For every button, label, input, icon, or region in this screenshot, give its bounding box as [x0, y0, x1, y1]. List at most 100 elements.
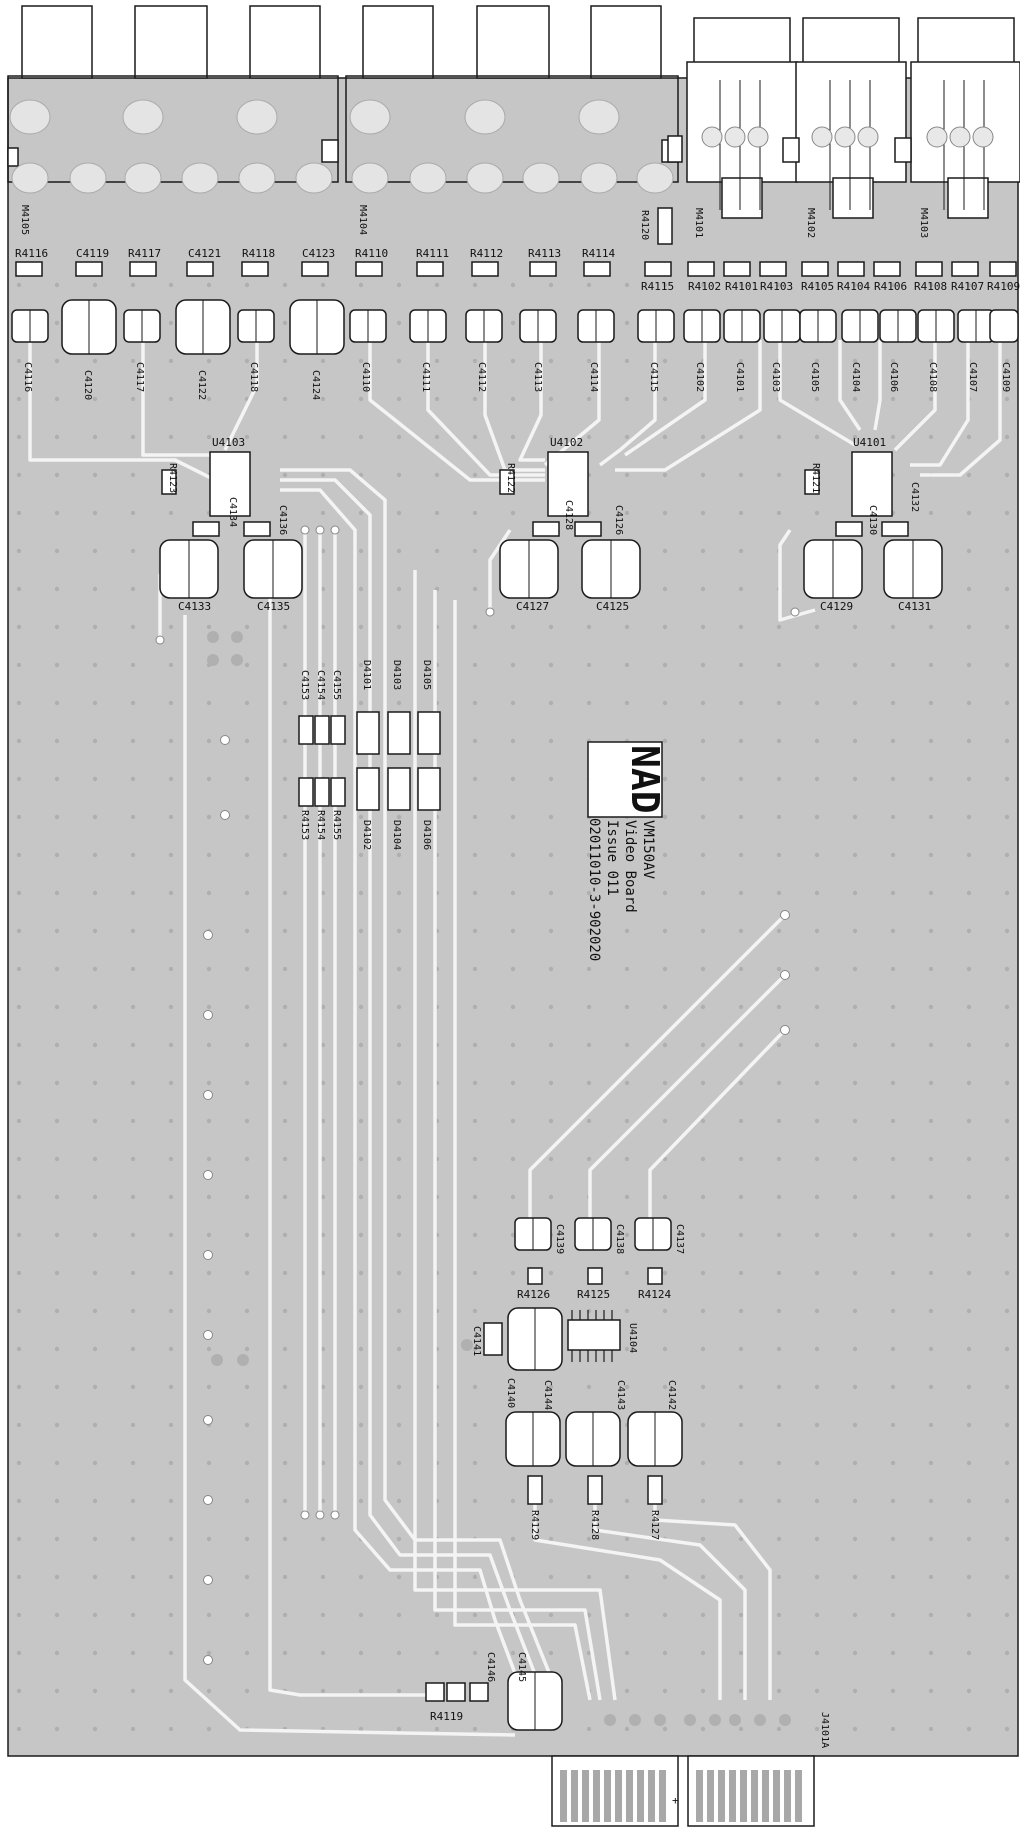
svg-text:R4118: R4118 — [242, 247, 275, 260]
svg-text:R4112: R4112 — [470, 247, 503, 260]
svg-text:C4110: C4110 — [360, 362, 371, 392]
svg-text:D4103: D4103 — [391, 660, 402, 690]
svg-text:C4141: C4141 — [471, 1326, 482, 1356]
nad-logo: NAD — [623, 745, 667, 814]
svg-text:C4106: C4106 — [888, 362, 899, 392]
svg-text:C4140: C4140 — [505, 1378, 516, 1408]
svg-text:R4115: R4115 — [641, 280, 674, 293]
svg-text:R4121: R4121 — [810, 463, 821, 493]
svg-text:C4103: C4103 — [770, 362, 781, 392]
label-m4104: M4104 — [357, 205, 368, 235]
svg-text:D4106: D4106 — [421, 820, 432, 850]
svg-text:C4120: C4120 — [82, 370, 93, 400]
svg-text:R4123: R4123 — [167, 463, 178, 493]
svg-text:C4131: C4131 — [898, 600, 931, 613]
svg-text:C4136: C4136 — [277, 505, 288, 535]
svg-text:C4119: C4119 — [76, 247, 109, 260]
svg-text:C4133: C4133 — [178, 600, 211, 613]
svg-text:C4104: C4104 — [850, 362, 861, 392]
svg-text:R4125: R4125 — [577, 1288, 610, 1301]
svg-text:C4132: C4132 — [909, 482, 920, 512]
svg-text:C4105: C4105 — [809, 362, 820, 392]
svg-text:C4143: C4143 — [615, 1380, 626, 1410]
u4102-labels: U4102 R4122 C4128 C4126 C4127 C4125 — [505, 436, 629, 613]
svg-text:C4130: C4130 — [867, 505, 878, 535]
svg-text:D4102: D4102 — [361, 820, 372, 850]
svg-text:C4102: C4102 — [694, 362, 705, 392]
svg-text:R4117: R4117 — [128, 247, 161, 260]
svideo-jacks — [686, 17, 1020, 219]
svg-text:R4122: R4122 — [505, 463, 516, 493]
svg-text:C4121: C4121 — [188, 247, 221, 260]
svg-text:R4124: R4124 — [638, 1288, 671, 1301]
svg-text:C4139: C4139 — [554, 1224, 565, 1254]
svg-text:R4111: R4111 — [416, 247, 449, 260]
svg-text:C4145: C4145 — [516, 1652, 527, 1682]
svg-text:C4126: C4126 — [613, 505, 624, 535]
u4104-pins — [571, 1310, 613, 1362]
svg-text:U4102: U4102 — [550, 436, 583, 449]
svg-text:R4104: R4104 — [837, 280, 870, 293]
resistor-row — [15, 207, 1017, 277]
svg-text:R4109: R4109 — [987, 280, 1020, 293]
edge-plus: + — [672, 1794, 679, 1807]
svg-text:C4113: C4113 — [532, 362, 543, 392]
top-resistor-labels: R4116 C4119 R4117 C4121 R4118 C4123 R411… — [15, 247, 615, 260]
svg-text:C4146: C4146 — [485, 1652, 496, 1682]
svg-text:R4119: R4119 — [430, 1710, 463, 1723]
svg-text:R4101: R4101 — [725, 280, 758, 293]
board-issue: Issue 011 — [604, 820, 620, 896]
ic-support-parts — [161, 469, 909, 537]
svg-text:C4153: C4153 — [299, 670, 310, 700]
svg-text:D4105: D4105 — [421, 660, 432, 690]
label-m4103: M4103 — [918, 208, 929, 238]
svg-text:R4116: R4116 — [15, 247, 48, 260]
svg-text:C4108: C4108 — [927, 362, 938, 392]
svg-text:C4122: C4122 — [196, 370, 207, 400]
svg-text:R4108: R4108 — [914, 280, 947, 293]
electrolytic-capacitors — [159, 539, 943, 599]
label-m4102: M4102 — [805, 208, 816, 238]
svg-text:C4112: C4112 — [476, 362, 487, 392]
svg-text:R4153: R4153 — [299, 810, 310, 840]
svg-text:R4126: R4126 — [517, 1288, 550, 1301]
svg-text:C4127: C4127 — [516, 600, 549, 613]
u4103-labels: U4103 R4123 C4134 C4136 C4133 C4135 — [167, 436, 290, 613]
svg-text:C4115: C4115 — [648, 362, 659, 392]
svg-text:R4105: R4105 — [801, 280, 834, 293]
ic-packages — [209, 451, 893, 1351]
svg-text:C4144: C4144 — [542, 1380, 553, 1410]
bottom-labels: C4139 C4138 C4137 R4126 R4125 R4124 U410… — [430, 1224, 685, 1723]
svg-text:R4128: R4128 — [589, 1510, 600, 1540]
mid-labels: C4153 C4154 C4155 R4153 R4154 R4155 D410… — [299, 660, 432, 850]
svg-text:R4127: R4127 — [649, 1510, 660, 1540]
svg-text:R4110: R4110 — [355, 247, 388, 260]
svg-text:C4154: C4154 — [315, 670, 326, 700]
svg-text:R4106: R4106 — [874, 280, 907, 293]
svg-text:C4116: C4116 — [22, 362, 33, 392]
svg-text:C4134: C4134 — [227, 497, 238, 527]
board-name: Video Board — [622, 820, 638, 913]
svg-text:C4124: C4124 — [310, 370, 321, 400]
svg-text:C4155: C4155 — [331, 670, 342, 700]
svg-text:C4101: C4101 — [734, 362, 745, 392]
rca-jacks — [21, 5, 662, 79]
svg-text:C4107: C4107 — [967, 362, 978, 392]
svg-text:C4138: C4138 — [614, 1224, 625, 1254]
svg-text:U4104: U4104 — [627, 1323, 638, 1353]
vias — [155, 525, 800, 1665]
svg-text:C4129: C4129 — [820, 600, 853, 613]
board-part-number: 02011010-3-902020 — [586, 818, 602, 961]
mid-parts — [298, 711, 441, 811]
edge-fingers — [560, 1770, 802, 1822]
svg-text:R4103: R4103 — [760, 280, 793, 293]
svg-text:R4129: R4129 — [529, 1510, 540, 1540]
svg-text:C4118: C4118 — [248, 362, 259, 392]
label-r4120: R4120 — [639, 210, 650, 240]
svg-text:C4135: C4135 — [257, 600, 290, 613]
svg-text:C4142: C4142 — [666, 1380, 677, 1410]
board-model: VM150AV — [640, 820, 656, 880]
svg-text:C4117: C4117 — [134, 362, 145, 392]
label-m4101: M4101 — [693, 208, 704, 238]
